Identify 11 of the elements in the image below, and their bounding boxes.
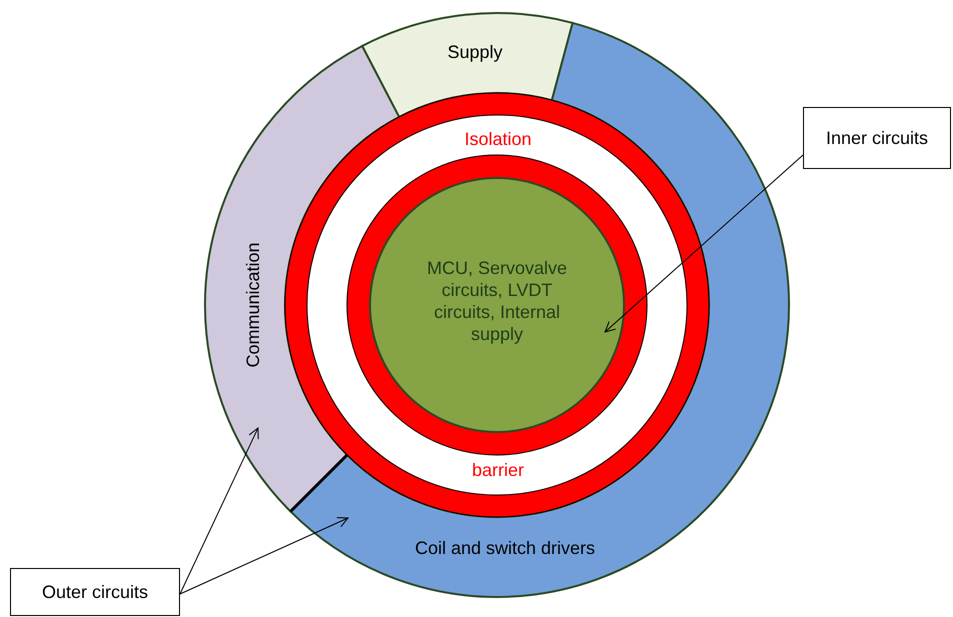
leader-line — [604, 154, 804, 332]
callout-box: Outer circuits — [10, 568, 180, 616]
ring-label: barrier — [470, 459, 525, 482]
leader-line — [180, 428, 259, 594]
ring-label: MCU, Servovalve circuits, LVDT circuits, Internal supply — [426, 257, 568, 346]
ring-label: Communication — [242, 241, 264, 370]
ring-label: Supply — [446, 41, 504, 64]
callout-box: Inner circuits — [803, 107, 951, 169]
leader-line — [180, 517, 348, 594]
ring-label: Isolation — [463, 128, 533, 151]
ring-label: Coil and switch drivers — [414, 537, 596, 560]
